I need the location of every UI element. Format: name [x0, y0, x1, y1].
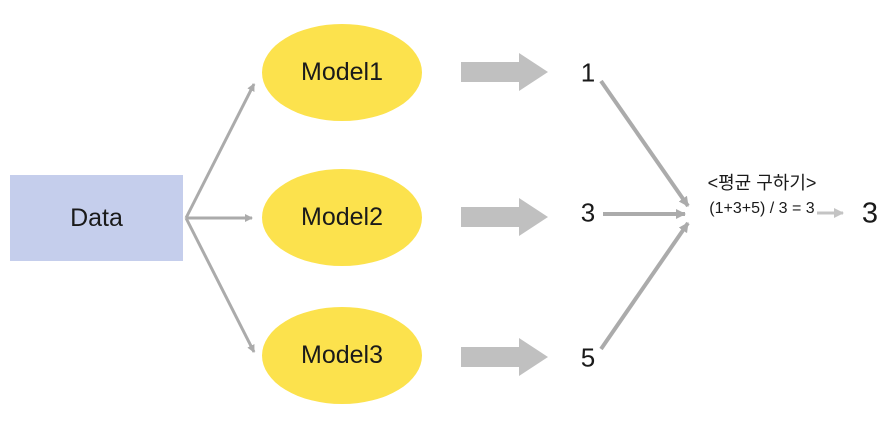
- data-node: Data: [10, 175, 183, 261]
- final-result-value: 3: [861, 197, 879, 230]
- model2-label: Model2: [301, 203, 383, 231]
- model1-output-block-arrow: [461, 53, 548, 91]
- model2-output-block-arrow: [461, 198, 548, 236]
- output1-to-average-arrow: [599, 79, 690, 208]
- data-node-label: Data: [70, 203, 123, 232]
- model3-label: Model3: [301, 341, 383, 369]
- model3-output-block-arrow: [461, 338, 548, 376]
- data-to-model1-arrow: [184, 83, 256, 219]
- model3-node: Model3: [262, 307, 422, 404]
- model1-output-value: 1: [580, 57, 596, 88]
- model2-node: Model2: [262, 169, 422, 266]
- average-step-equation: (1+3+5) / 3 = 3: [709, 200, 815, 217]
- output5-to-average-arrow: [599, 221, 690, 351]
- data-to-model3-arrow: [184, 217, 256, 353]
- model2-output-value: 3: [580, 197, 596, 228]
- model1-label: Model1: [301, 58, 383, 86]
- average-step: <평균 구하기> (1+3+5) / 3 = 3: [698, 170, 826, 222]
- model1-node: Model1: [262, 24, 422, 121]
- model3-output-value: 5: [580, 342, 596, 373]
- average-step-title: <평균 구하기>: [707, 173, 817, 193]
